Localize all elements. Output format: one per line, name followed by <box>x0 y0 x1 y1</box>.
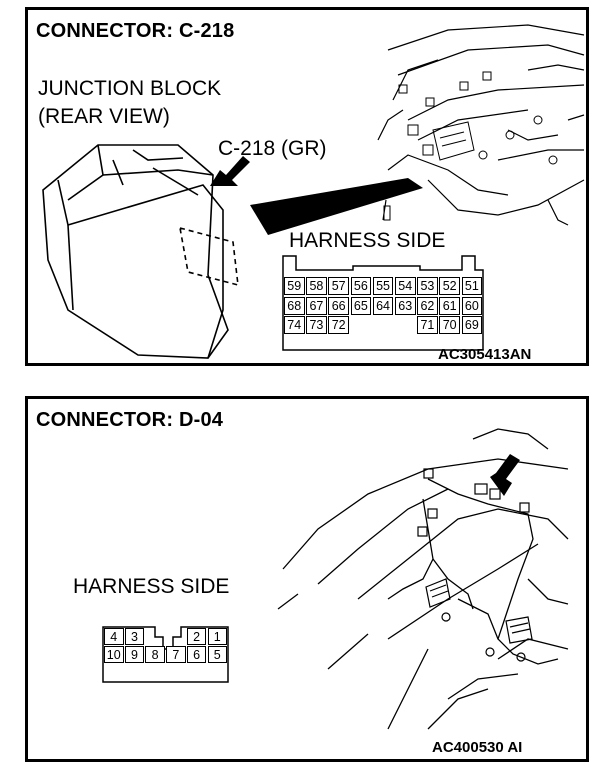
pin-52: 52 <box>439 277 460 295</box>
junction-block-drawing <box>42 24 585 359</box>
callout-arrow <box>210 156 250 186</box>
harness-side-label-d04: HARNESS SIDE <box>73 575 230 598</box>
pin-empty <box>145 628 165 645</box>
pin-1: 1 <box>207 628 227 645</box>
pin-9: 9 <box>124 646 145 664</box>
pin-2: 2 <box>186 628 207 645</box>
junction-block-label: JUNCTION BLOCK <box>38 77 222 100</box>
pin-empty <box>395 316 416 334</box>
pin-60: 60 <box>461 296 483 315</box>
connector-c218-housing <box>282 255 484 351</box>
junction-block-outline <box>42 144 229 359</box>
pin-59: 59 <box>284 277 305 295</box>
pin-55: 55 <box>372 277 394 295</box>
pin-62: 62 <box>417 296 438 315</box>
location-arrow <box>490 454 520 496</box>
vehicle-rear-drawing <box>102 428 569 730</box>
location-wedge <box>250 178 423 235</box>
harness-wire <box>427 478 559 665</box>
connector-c218-title: CONNECTOR: C-218 <box>36 20 235 42</box>
pin-70: 70 <box>439 316 460 335</box>
connector-c218-panel: CONNECTOR: C-218 JUNCTION BLOCK (REAR VI… <box>25 7 589 366</box>
pin-58: 58 <box>306 277 327 295</box>
harness-side-label-c218: HARNESS SIDE <box>289 229 446 252</box>
pin-71: 71 <box>417 316 438 335</box>
pin-8: 8 <box>145 646 165 664</box>
pin-63: 63 <box>395 296 416 315</box>
connector-d04-housing <box>102 626 229 683</box>
pin-51: 51 <box>461 277 483 295</box>
pin-67: 67 <box>306 296 327 315</box>
pin-empty <box>166 628 186 645</box>
pin-4: 4 <box>104 628 124 645</box>
rear-view-label: (REAR VIEW) <box>38 105 170 128</box>
connector-d04-panel: CONNECTOR: D-04 HARNESS SIDE AC400530 AI <box>25 396 589 762</box>
pin-56: 56 <box>350 277 372 295</box>
pin-73: 73 <box>306 316 327 335</box>
c218-callout-label: C-218 (GR) <box>218 137 327 160</box>
pin-61: 61 <box>439 296 460 315</box>
pin-6: 6 <box>186 646 207 664</box>
pin-5: 5 <box>207 646 227 664</box>
pin-65: 65 <box>350 296 372 315</box>
pin-7: 7 <box>166 646 186 664</box>
pin-10: 10 <box>104 646 124 664</box>
pin-3: 3 <box>124 628 145 645</box>
pin-54: 54 <box>395 277 416 295</box>
pin-72: 72 <box>328 316 349 335</box>
pin-57: 57 <box>328 277 349 295</box>
connector-d04-title: CONNECTOR: D-04 <box>36 409 224 431</box>
pin-empty <box>373 316 394 334</box>
pin-64: 64 <box>372 296 394 315</box>
pin-53: 53 <box>417 277 438 295</box>
figure-code-d04: AC400530 AI <box>432 739 523 756</box>
pin-74: 74 <box>284 316 305 335</box>
pin-69: 69 <box>461 316 483 335</box>
pin-66: 66 <box>328 296 349 315</box>
pin-68: 68 <box>284 296 305 315</box>
pin-empty <box>351 316 372 334</box>
